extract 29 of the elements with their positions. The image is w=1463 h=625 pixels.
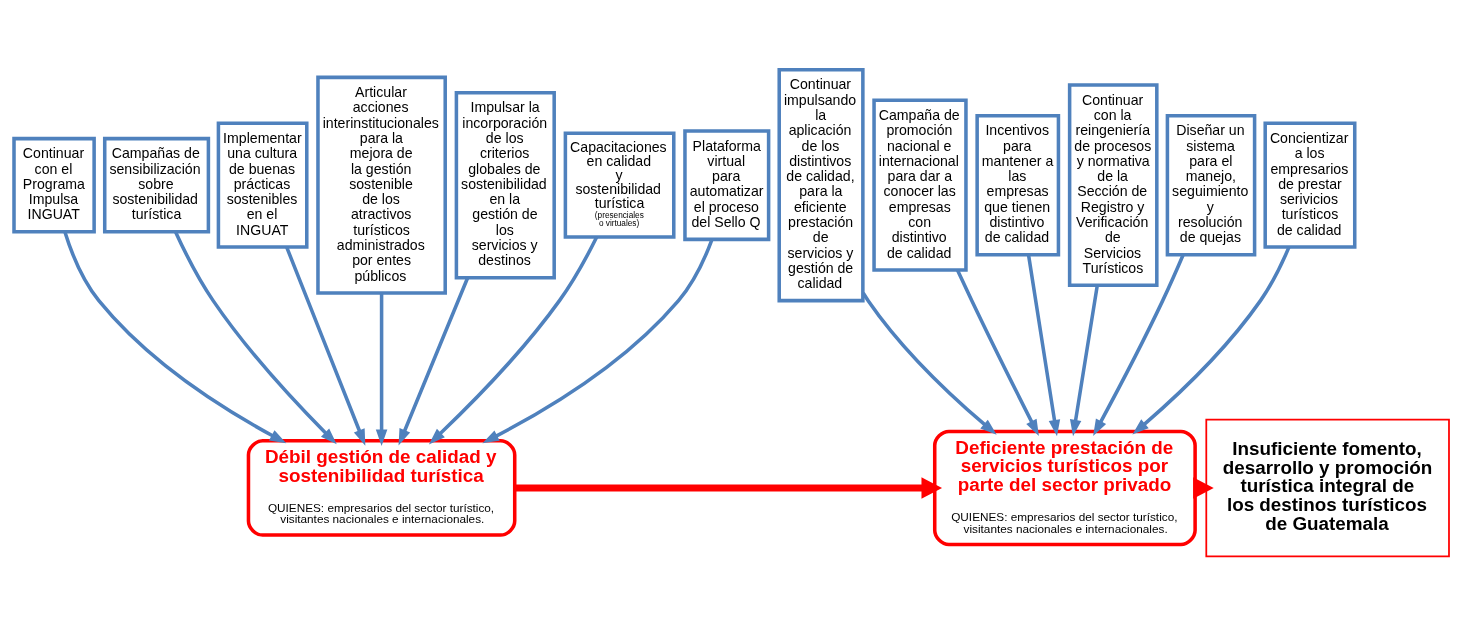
- arrow: [1026, 254, 1061, 436]
- arrow: [174, 230, 337, 444]
- arrow: [1093, 253, 1185, 436]
- node-box: Insuficiente fomento, desarrollo y promoción turística integral de los destinos turísticos de Guatemala: [1205, 418, 1450, 557]
- arrow: [1069, 284, 1099, 436]
- node-box: Diseñar un sistema para el manejo, seguimiento y resolución de quejas: [1165, 113, 1257, 256]
- arrow: [63, 230, 287, 443]
- arrow: [515, 476, 943, 499]
- node-box: Implementar una cultura de buenas prácticas sostenibles en el INGUAT: [216, 121, 309, 249]
- node-box: Concientizar a los empresarios de prestar serivicios turísticos de calidad: [1263, 121, 1357, 249]
- node-box: Continuar con la reingeniería de procesos y normativa de la Sección de Registro y Verificación de Servicios Turísticos: [1067, 82, 1159, 287]
- arrow: [861, 291, 997, 435]
- arrow: [398, 276, 470, 446]
- node-box: Articular acciones interinstitucionales para la mejora de la gestión sostenible de los atractivos turísticos administrados por entes públicos: [316, 75, 447, 295]
- node-box: Campaña de promoción nacional e internacional para dar a conocer las empresas con distintivo de calidad: [872, 98, 968, 272]
- arrow: [375, 292, 388, 446]
- arrow: [955, 268, 1039, 436]
- arrow: [428, 235, 599, 444]
- arrow: [482, 238, 714, 443]
- node-box: Impulsar la incorporación de los criterios globales de sostenibilidad en la gestión de los servicios y destinos: [454, 90, 556, 279]
- arrow: [285, 246, 366, 446]
- node-box: Débil gestión de calidad y sostenibilidad turística QUIENES: empresarios del sector turístico, visitantes nacionales e internacionales.: [246, 438, 517, 537]
- node-box: Plataforma virtual para automatizar el proceso del Sello Q: [683, 128, 771, 241]
- node-box: Capacitaciones en calidad y sostenibilidad turística (presenciales o virtuales): [563, 131, 676, 239]
- node-box: Continuar impulsando la aplicación de los distintivos de calidad, para la eficiente prestación de servicios y gestión de calidad: [777, 67, 865, 302]
- arrow: [1132, 246, 1291, 434]
- node-box: Incentivos para mantener a las empresas que tienen distintivo de calidad: [975, 113, 1061, 256]
- node-box: Continuar con el Programa Impulsa INGUAT: [12, 136, 96, 233]
- node-box: Campañas de sensibilización sobre sostenibilidad turística: [102, 136, 211, 233]
